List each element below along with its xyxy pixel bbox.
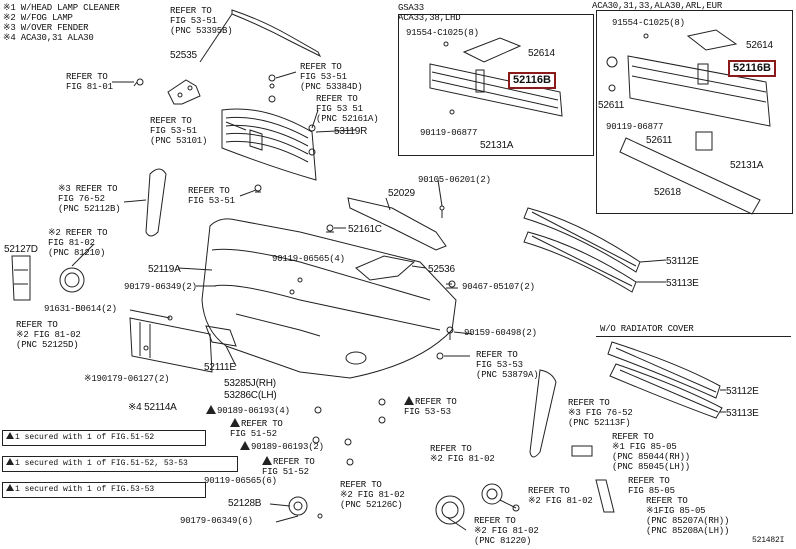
refer-label: ※2 REFER TO FIG 81-02 (PNC 81210) bbox=[48, 228, 108, 258]
part-label: 53113E bbox=[726, 408, 759, 419]
part-label: 52127D bbox=[4, 244, 38, 255]
part-label: 52618 bbox=[654, 187, 681, 198]
part-label: 53286C(LH) bbox=[224, 390, 277, 401]
part-label: 90119-06565(6) bbox=[204, 476, 277, 486]
part-label: 52611 bbox=[646, 135, 673, 146]
refer-label: REFER TO ※2 FIG 81-02 (PNC 81220) bbox=[474, 516, 539, 546]
refer-label-text: REFER TO FIG 53-53 bbox=[404, 397, 457, 417]
part-label: 90119-06565(4) bbox=[272, 254, 345, 264]
part-label: ※190179-06127(2) bbox=[84, 374, 170, 384]
part-label: 52614 bbox=[528, 48, 555, 59]
refer-label-text: REFER TO FIG 51-52 bbox=[230, 419, 283, 439]
refer-label: ※3 REFER TO FIG 76-52 (PNC 52112B) bbox=[58, 184, 121, 214]
refer-label: REFER TO FIG 85-05 bbox=[628, 476, 675, 496]
part-label: 53119R bbox=[334, 126, 368, 137]
warning-triangle-icon bbox=[6, 458, 14, 465]
section-title: W/O RADIATOR COVER bbox=[600, 324, 694, 334]
inset-title-model: GSA33 bbox=[398, 3, 425, 13]
part-label: 91554-C1025(8) bbox=[612, 18, 685, 28]
warning-triangle-icon bbox=[240, 441, 250, 450]
refer-label: REFER TO FIG 53-51 bbox=[188, 186, 235, 206]
note-text: 1 secured with 1 of FIG.51-52, 53-53 bbox=[15, 459, 188, 468]
part-label: 52536 bbox=[428, 264, 455, 275]
refer-label: REFER TO FIG 51-52 bbox=[262, 456, 315, 477]
refer-label: REFER TO ※1 FIG 85-05 (PNC 85044(RH)) (P… bbox=[612, 432, 691, 472]
inset-box-eur bbox=[596, 10, 793, 214]
refer-label: REFER TO ※3 FIG 76-52 (PNC 52113F) bbox=[568, 398, 633, 428]
refer-label: REFER TO FIG 51-52 bbox=[230, 418, 283, 439]
part-label: 52131A bbox=[480, 140, 514, 151]
note-text: 1 secured with 1 of FIG.51-52 bbox=[15, 433, 155, 442]
part-label: 90105-06201(2) bbox=[418, 175, 491, 185]
note-text: 1 secured with 1 of FIG.53-53 bbox=[15, 485, 155, 494]
refer-label: REFER TO ※2 FIG 81-02 (PNC 52126C) bbox=[340, 480, 405, 510]
part-label: 53285J(RH) bbox=[224, 378, 276, 389]
part-label: 52611 bbox=[598, 100, 625, 111]
part-label: 90119-06877 bbox=[606, 122, 664, 132]
part-label: 90159-60498(2) bbox=[464, 328, 537, 338]
refer-label: REFER TO FIG 53-51 (PNC 53384D) bbox=[300, 62, 363, 92]
warning-triangle-icon bbox=[206, 405, 216, 414]
part-label: 52029 bbox=[388, 188, 415, 199]
part-label: 90189-06193(4) bbox=[206, 405, 290, 416]
part-label: ※4 52114A bbox=[128, 402, 177, 413]
inset-box-lhd bbox=[398, 14, 594, 156]
refer-label: REFER TO ※2 FIG 81-02 bbox=[430, 444, 495, 464]
section-divider bbox=[596, 336, 791, 337]
part-label: 91631-B0614(2) bbox=[44, 304, 117, 314]
part-label: 90119-06877 bbox=[420, 128, 478, 138]
refer-label: REFER TO ※2 FIG 81-02 (PNC 52125D) bbox=[16, 320, 81, 350]
inset-title-variant: ACA33,38,LHD bbox=[398, 13, 461, 23]
refer-label: REFER TO FIG 53-51 (PNC 53395B) bbox=[170, 6, 233, 36]
part-label-text: 90189-06193(2) bbox=[251, 442, 324, 452]
highlighted-part-label: 52116B bbox=[728, 60, 776, 77]
refer-label: REFER TO FIG 81-01 bbox=[66, 72, 113, 92]
refer-label: REFER TO FIG 53-53 (PNC 53879A) bbox=[476, 350, 539, 380]
legend: ※1 W/HEAD LAMP CLEANER ※2 W/FOG LAMP ※3 … bbox=[3, 3, 120, 43]
part-label: 90189-06193(2) bbox=[240, 441, 324, 452]
warning-triangle-icon bbox=[6, 484, 14, 491]
legend-item: ※1 W/HEAD LAMP CLEANER bbox=[3, 3, 120, 13]
part-label: 90179-06349(2) bbox=[124, 282, 197, 292]
part-label: 53112E bbox=[726, 386, 759, 397]
legend-item: ※2 W/FOG LAMP bbox=[3, 13, 73, 23]
inset-title: ACA30,31,33,ALA30,ARL,EUR bbox=[592, 1, 723, 11]
part-label: 52119A bbox=[148, 264, 181, 275]
highlighted-part-label: 52116B bbox=[508, 72, 556, 89]
part-label-text: 90189-06193(4) bbox=[217, 406, 290, 416]
refer-label: REFER TO FIG 53-51 (PNC 53101) bbox=[150, 116, 208, 146]
refer-label: REFER TO FIG 53 51 (PNC 52161A) bbox=[316, 94, 379, 124]
diagram-code: 521482I bbox=[752, 536, 785, 545]
part-label: 52131A bbox=[730, 160, 764, 171]
part-label: 52161C bbox=[348, 224, 382, 235]
part-label: 52535 bbox=[170, 50, 197, 61]
warning-triangle-icon bbox=[230, 418, 240, 427]
part-label: 91554-C1025(8) bbox=[406, 28, 479, 38]
part-label: 53112E bbox=[666, 256, 699, 267]
refer-label: REFER TO ※1FIG 85-05 (PNC 85207A(RH)) (P… bbox=[646, 496, 730, 536]
legend-item: ※4 ACA30,31 ALA30 bbox=[3, 33, 94, 43]
part-label: 52128B bbox=[228, 498, 262, 509]
part-label: 90179-06349(6) bbox=[180, 516, 253, 526]
note-box: 1 secured with 1 of FIG.53-53 bbox=[2, 482, 206, 498]
refer-label: REFER TO ※2 FIG 81-02 bbox=[528, 486, 593, 506]
warning-triangle-icon bbox=[404, 396, 414, 405]
part-label: 52111E bbox=[204, 362, 236, 373]
part-label: 90467-05107(2) bbox=[462, 282, 535, 292]
refer-label: REFER TO FIG 53-53 bbox=[404, 396, 457, 417]
note-box: 1 secured with 1 of FIG.51-52, 53-53 bbox=[2, 456, 238, 472]
note-box: 1 secured with 1 of FIG.51-52 bbox=[2, 430, 206, 446]
part-label: 53113E bbox=[666, 278, 699, 289]
warning-triangle-icon bbox=[6, 432, 14, 439]
refer-label-text: REFER TO FIG 51-52 bbox=[262, 457, 315, 477]
part-label: 52614 bbox=[746, 40, 773, 51]
legend-item: ※3 W/OVER FENDER bbox=[3, 23, 89, 33]
warning-triangle-icon bbox=[262, 456, 272, 465]
